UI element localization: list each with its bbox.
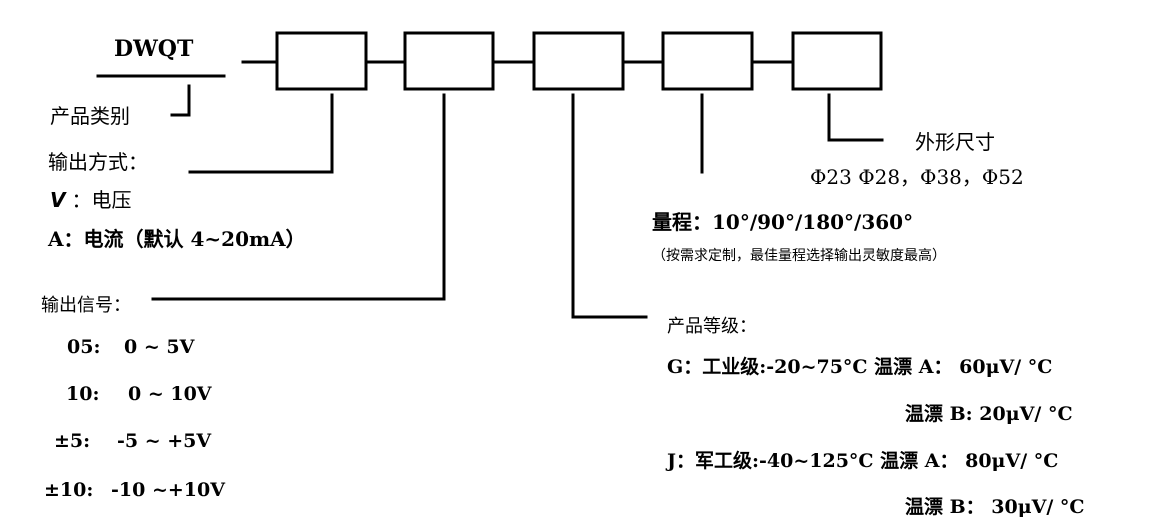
output-mode-v-desc: ：电压 (71, 188, 132, 212)
model-prefix: DWQT (114, 36, 194, 62)
code-box-2 (403, 31, 495, 91)
signal-range: -5 ~ +5V (117, 430, 212, 452)
leader-dimensions (827, 93, 884, 142)
output-mode-v-code: V (50, 188, 66, 212)
signal-range: -10 ~+10V (111, 479, 225, 501)
grade-j-drift-b: 温漂 B： 30μV/ °C (905, 496, 1085, 518)
signal-range: 0 ~ 5V (124, 336, 195, 358)
signal-code: 05: (67, 336, 101, 358)
signal-code: ±5: (54, 430, 91, 452)
signal-code: 10: (66, 383, 100, 405)
code-box-5 (791, 31, 883, 91)
code-box-4 (661, 31, 754, 91)
grade-g-drift-b: 温漂 B: 20μV/ °C (905, 403, 1073, 425)
signal-code: ±10: (44, 479, 94, 501)
grade-j-line: J：军工级:-40~125°C 温漂 A： 80μV/ °C (667, 450, 1059, 472)
output-signal-title: 输出信号： (41, 295, 131, 316)
output-mode-v-line: V：电压 (50, 190, 131, 210)
output-mode-title: 输出方式： (48, 150, 148, 174)
product-category-label: 产品类别 (50, 104, 130, 128)
dimensions-title: 外形尺寸 (915, 130, 995, 154)
leader-product-grade (571, 93, 648, 319)
leader-output-signal (151, 93, 446, 301)
signal-range: 0 ~ 10V (128, 383, 212, 405)
range-title: 量程：10°/90°/180°/360° (652, 210, 914, 234)
leader-product-category (170, 84, 191, 117)
output-mode-a-line: A：电流（默认 4~20mA） (48, 227, 306, 251)
code-box-1 (275, 31, 368, 91)
code-box-3 (532, 31, 625, 91)
range-note: （按需求定制，最佳量程选择输出灵敏度最高） (652, 248, 946, 264)
product-grade-title: 产品等级： (667, 316, 757, 337)
grade-g-line: G：工业级:-20~75°C 温漂 A： 60μV/ °C (667, 356, 1053, 378)
leader-output-mode (188, 93, 334, 174)
dimensions-values: Φ23 Φ28，Φ38，Φ52 (810, 165, 1024, 189)
